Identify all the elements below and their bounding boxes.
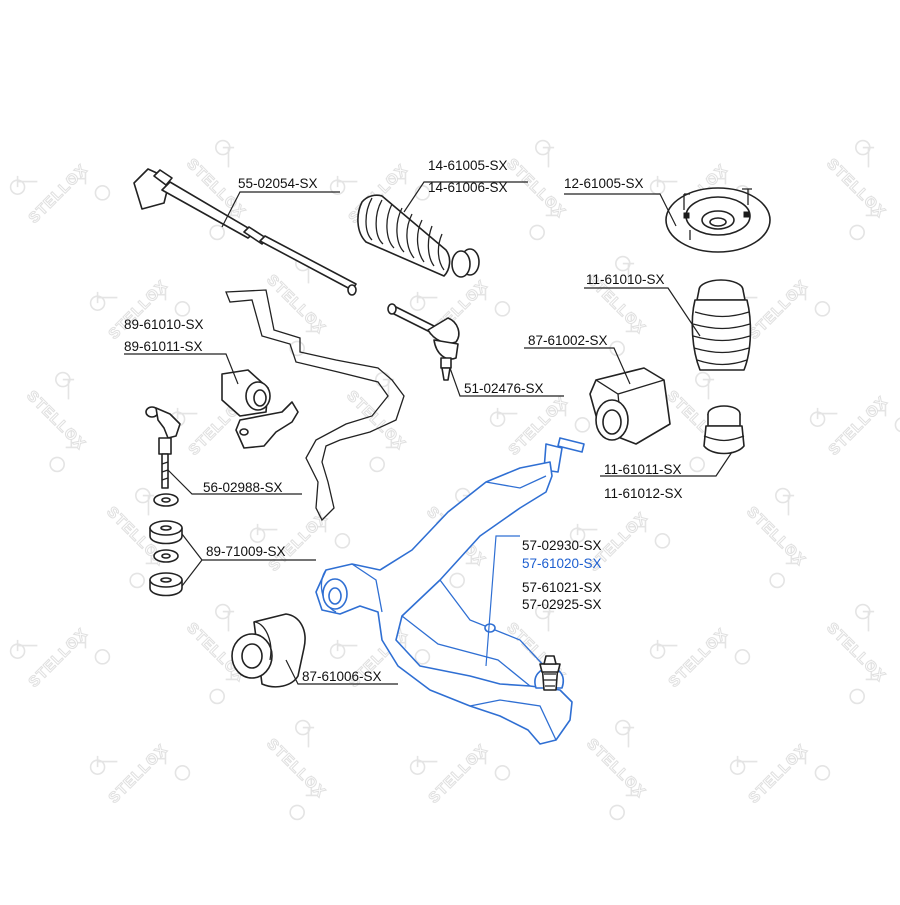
leader-11-61010: [584, 287, 701, 337]
watermark-mark: [1, 363, 114, 476]
stabilizer-bushing-part[interactable]: [221, 369, 299, 449]
link-bushings-part[interactable]: [149, 493, 183, 597]
label-56-02988[interactable]: 56-02988-SX: [203, 480, 283, 495]
label-11-61011[interactable]: 11-61011-SX: [604, 462, 682, 477]
watermark-mark: [401, 716, 514, 829]
label-55-02054[interactable]: 55-02054-SX: [238, 176, 318, 191]
strut-mount-part[interactable]: [665, 187, 771, 253]
watermark-mark: [241, 711, 354, 824]
watermark-layer: [1, 131, 900, 829]
label-12-61005[interactable]: 12-61005-SX: [564, 176, 644, 191]
stabilizer-link-part[interactable]: [145, 406, 181, 489]
watermark-mark: [801, 595, 900, 708]
watermark-mark: [1, 600, 114, 713]
watermark-mark: [241, 247, 354, 360]
tie-rod-inner-part[interactable]: [133, 168, 357, 296]
watermark-mark: [721, 479, 834, 592]
control-arm-part[interactable]: [315, 437, 585, 745]
leader-11-61011: [600, 451, 733, 477]
label-57-02930[interactable]: 57-02930-SX: [522, 538, 602, 553]
arm-bushing-rear-part[interactable]: [589, 367, 671, 445]
bump-stop-part[interactable]: [703, 405, 745, 455]
leader-87-61006: [285, 659, 398, 685]
leader-89-71009: [181, 533, 316, 587]
label-57-61020-selected[interactable]: 57-61020-SX: [522, 556, 602, 571]
steering-boot-part[interactable]: [357, 194, 480, 278]
leader-89-61010: [124, 353, 239, 385]
leader-87-61002: [524, 347, 631, 385]
leader-56-02988: [167, 469, 302, 495]
leader-12-61005: [564, 193, 677, 227]
bump-stop-boot-part[interactable]: [691, 279, 752, 371]
label-14-61006[interactable]: 14-61006-SX: [428, 180, 508, 195]
leader-55-02054: [221, 191, 340, 228]
watermark-mark: [1, 136, 114, 249]
tie-rod-end-part[interactable]: [387, 303, 460, 381]
watermark-mark: [801, 131, 900, 244]
leader-14-61005: [403, 181, 528, 213]
leader-lines: [124, 181, 733, 685]
label-57-61021[interactable]: 57-61021-SX: [522, 580, 602, 595]
watermark-mark: [81, 716, 194, 829]
arm-bushing-front-part[interactable]: [231, 613, 306, 688]
watermark-mark: [321, 363, 434, 476]
stabilizer-bar-part: [225, 289, 405, 522]
label-14-61005[interactable]: 14-61005-SX: [428, 158, 508, 173]
leader-51-02476: [449, 367, 564, 397]
label-87-61002[interactable]: 87-61002-SX: [528, 333, 608, 348]
watermark-mark: [321, 600, 434, 713]
label-87-61006[interactable]: 87-61006-SX: [302, 669, 382, 684]
watermark-mark: [801, 368, 900, 481]
ball-joint-part: [539, 655, 561, 691]
leader-57-61020: [485, 535, 520, 667]
label-11-61012[interactable]: 11-61012-SX: [604, 486, 683, 501]
label-89-61010[interactable]: 89-61010-SX: [124, 317, 204, 332]
watermark-mark: [561, 711, 674, 824]
label-11-61010[interactable]: 11-61010-SX: [586, 272, 665, 287]
watermark-mark: [641, 600, 754, 713]
label-51-02476[interactable]: 51-02476-SX: [464, 381, 544, 396]
label-89-61011[interactable]: 89-61011-SX: [124, 339, 203, 354]
label-89-71009[interactable]: 89-71009-SX: [206, 544, 286, 559]
watermark-mark: [721, 716, 834, 829]
label-57-02925[interactable]: 57-02925-SX: [522, 597, 602, 612]
